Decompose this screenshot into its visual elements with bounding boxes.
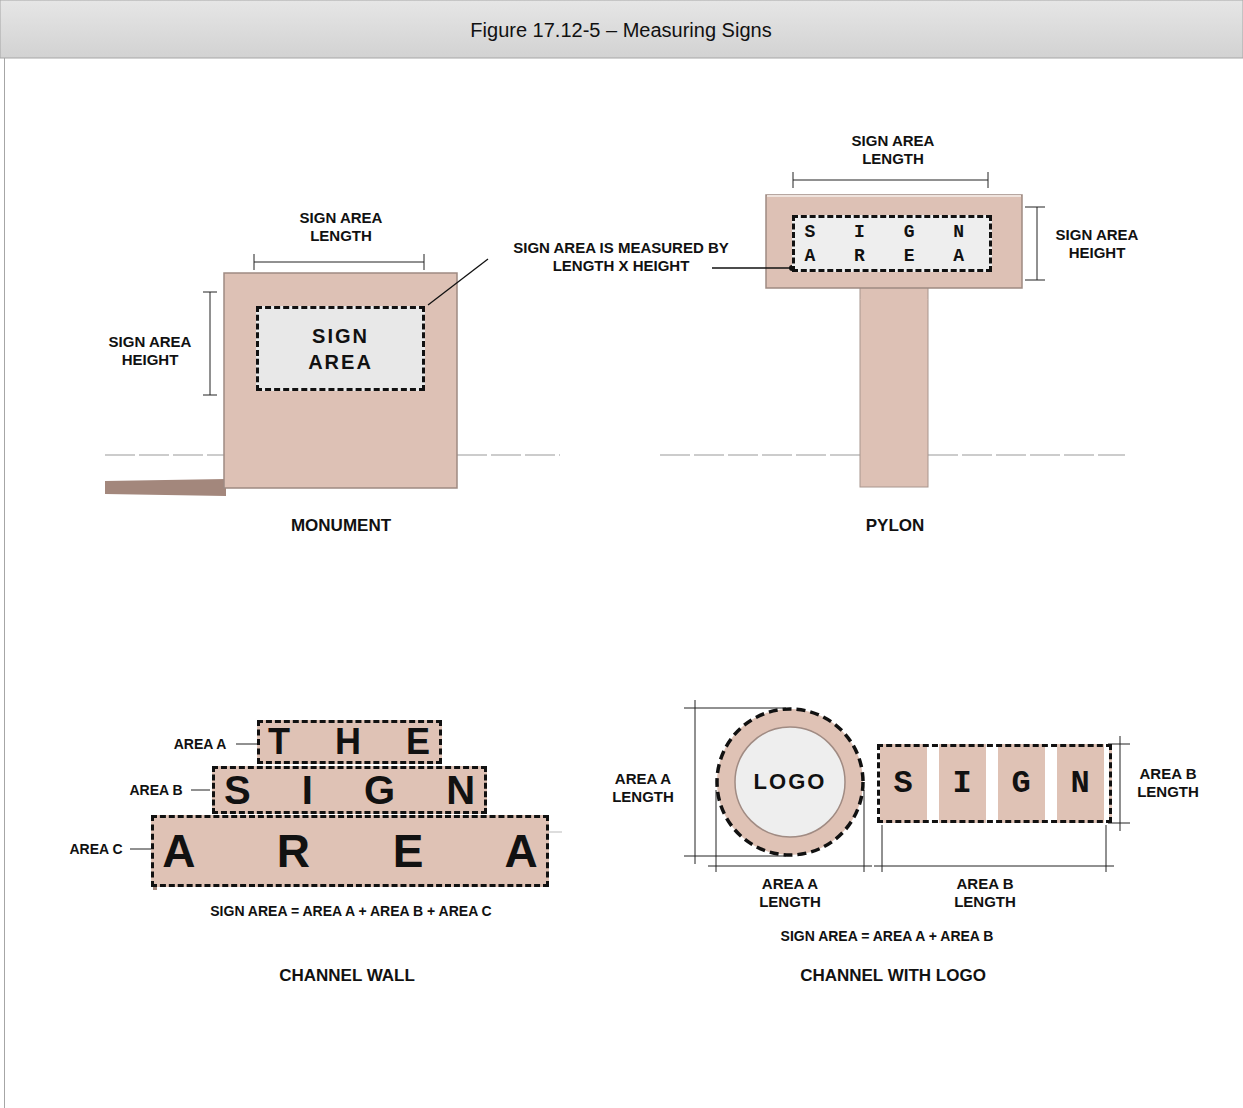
leader-line — [428, 259, 488, 305]
channel-logo-illustration — [684, 700, 1130, 872]
dimension-label: AREA A LENGTH — [754, 875, 826, 911]
dimension-label: AREA B LENGTH — [949, 875, 1021, 911]
figure-title: Figure 17.12-5 – Measuring Signs — [470, 19, 771, 42]
leader-line — [712, 267, 791, 268]
channel-letter-box: A R E A — [151, 815, 549, 887]
sign-text: S I G N — [894, 747, 1101, 820]
dimension-label: AREA B LENGTH — [1132, 765, 1204, 801]
channel-letter-box: S I G N — [877, 744, 1112, 823]
dimension-label: AREA A LENGTH — [607, 770, 679, 806]
area-callout: AREA C — [69, 840, 122, 858]
sign-text: T H E — [268, 723, 430, 761]
sign-text: S I G N — [224, 769, 475, 811]
sign-type-caption: MONUMENT — [291, 517, 391, 535]
area-callout: AREA A — [174, 735, 227, 753]
dimension-label: SIGN AREA LENGTH — [291, 209, 391, 245]
sign-area-box: SIGN AREA — [256, 306, 425, 391]
monument-illustration — [105, 254, 560, 496]
area-formula: SIGN AREA = AREA A + AREA B + AREA C — [210, 902, 491, 920]
area-formula: SIGN AREA = AREA A + AREA B — [781, 927, 994, 945]
channel-letter-box: S I G N — [212, 766, 487, 814]
dimension-label: SIGN AREA HEIGHT — [100, 333, 200, 369]
sign-text: S I G N A R E A — [805, 220, 981, 268]
sign-type-caption: PYLON — [866, 517, 925, 535]
sign-text: SIGN AREA — [304, 323, 378, 375]
sign-area-box: S I G N A R E A — [792, 215, 992, 272]
sign-type-caption: CHANNEL WITH LOGO — [800, 967, 986, 985]
sign-type-caption: CHANNEL WALL — [279, 967, 415, 985]
callout-note: SIGN AREA IS MEASURED BY LENGTH X HEIGHT — [490, 239, 752, 275]
dimension-label: SIGN AREA LENGTH — [843, 132, 943, 168]
channel-letter-box: T H E — [257, 720, 442, 764]
dimension-label: SIGN AREA HEIGHT — [1047, 226, 1147, 262]
channel-wall-illustration — [130, 744, 562, 890]
area-callout: AREA B — [129, 781, 182, 799]
logo-circle: LOGO — [715, 707, 865, 857]
sign-text: LOGO — [754, 710, 827, 854]
sign-text: A R E A — [162, 818, 537, 884]
pylon-illustration — [660, 172, 1125, 487]
